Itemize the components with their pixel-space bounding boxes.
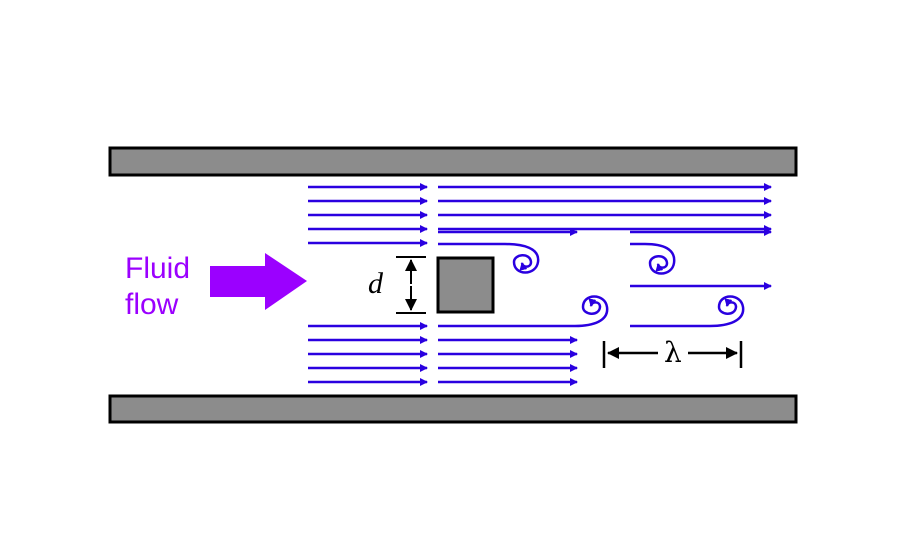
- vortices: [438, 242, 745, 328]
- dimension-d-indicator: [396, 256, 426, 314]
- dimension-d-label: d: [368, 267, 384, 300]
- spiral-vortex-icon: [438, 295, 609, 328]
- spiral-vortex-icon: [438, 242, 540, 274]
- block-arrow-right-icon: [210, 253, 307, 310]
- spiral-vortex-icon: [630, 295, 745, 328]
- top-wall: [108, 146, 798, 177]
- fluid-flow-label-line1: Fluid: [125, 252, 190, 285]
- spiral-vortex-icon: [630, 242, 676, 275]
- streamlines: [308, 183, 772, 386]
- bottom-wall: [108, 394, 798, 424]
- wavelength-indicator: [602, 341, 743, 368]
- fluid-flow-label-line2: flow: [125, 288, 179, 321]
- wavelength-label: λ: [664, 336, 682, 369]
- obstacle-square: [436, 256, 495, 314]
